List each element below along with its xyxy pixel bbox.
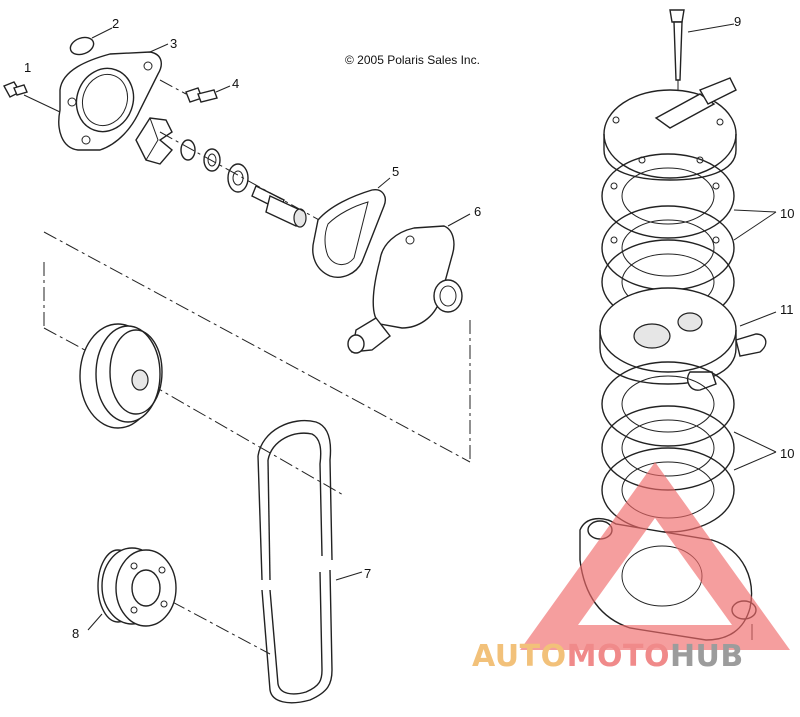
callout-6: 6 [474,204,481,219]
part-2-o-ring [69,36,95,56]
callout-8: 8 [72,626,79,641]
reference-lines [43,231,471,655]
callout-3: 3 [170,36,177,51]
callout-2: 2 [112,16,119,31]
callout-9: 9 [734,14,741,29]
callout-7: 7 [364,566,371,581]
part-7-belt [257,420,363,704]
callout-1: 1 [24,60,31,75]
watermark-auto: AUTO [472,639,567,674]
part-8-pulley [87,547,177,631]
impeller-shaft-assembly [135,117,331,228]
watermark-logo: AUTOMOTOHUB [472,462,790,674]
svg-text:AUTOMOTOHUB: AUTOMOTOHUB [472,639,744,674]
watermark-hub: HUB [670,639,744,674]
callout-labels: 1 2 3 4 5 6 7 8 9 10 11 10 [24,14,794,641]
copyright-text: © 2005 Polaris Sales Inc. [345,53,480,67]
watermark-triangle-icon [520,462,790,650]
callout-10-upper: 10 [780,206,794,221]
pulley-upper [79,323,163,429]
part-5-gasket [312,177,391,278]
callout-10-lower: 10 [780,446,794,461]
watermark-moto: MOTO [567,639,670,674]
part-9-bolt [669,9,735,100]
part-3-pump-cover [58,43,169,151]
part-1-screw [3,81,61,113]
part-6-pump-housing [347,213,471,354]
part-4-bolt [159,79,231,103]
callout-4: 4 [232,76,239,91]
callout-11: 11 [780,302,794,317]
callout-5: 5 [392,164,399,179]
